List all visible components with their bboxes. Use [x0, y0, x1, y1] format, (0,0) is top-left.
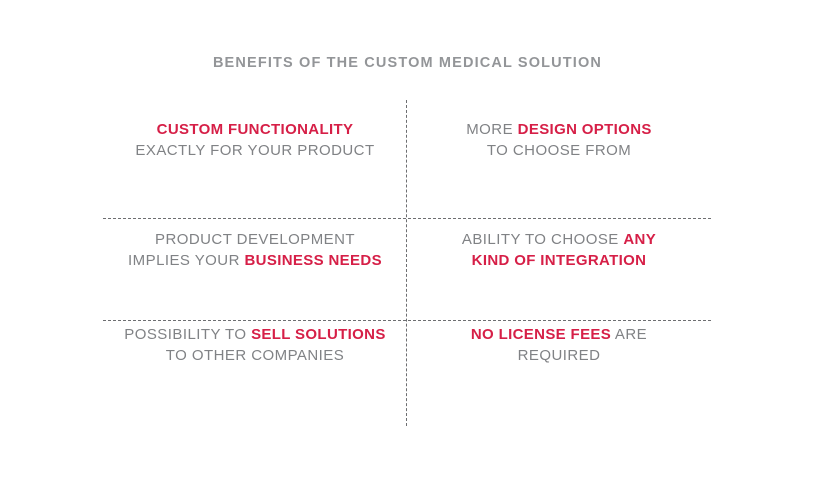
plain-text: ARE	[611, 326, 648, 343]
plain-text: ABILITY TO CHOOSE	[461, 231, 624, 248]
plain-text: IMPLIES YOUR	[128, 251, 245, 269]
benefit-cell-sell-solutions: POSSIBILITY TO SELL SOLUTIONS TO OTHER C…	[103, 325, 407, 425]
benefit-line: NO LICENSE FEES ARE	[471, 326, 647, 343]
highlight-text: BUSINESS NEEDS	[244, 251, 382, 269]
benefit-text: CUSTOM FUNCTIONALITY EXACTLY FOR YOUR PR…	[103, 120, 407, 161]
plain-text: EXACTLY FOR YOUR PRODUCT	[135, 141, 375, 159]
benefit-line: EXACTLY FOR YOUR PRODUCT	[135, 142, 374, 159]
benefit-line: TO CHOOSE FROM	[487, 142, 631, 159]
benefits-row: POSSIBILITY TO SELL SOLUTIONS TO OTHER C…	[103, 325, 711, 425]
benefit-cell-any-integration: ABILITY TO CHOOSE ANY KIND OF INTEGRATIO…	[407, 230, 711, 330]
benefit-cell-no-license-fees: NO LICENSE FEES ARE REQUIRED	[407, 325, 711, 425]
benefit-cell-design-options: MORE DESIGN OPTIONS TO CHOOSE FROM	[407, 120, 711, 220]
plain-text: PRODUCT DEVELOPMENT	[155, 231, 355, 248]
benefit-line: PRODUCT DEVELOPMENT	[155, 231, 355, 248]
benefit-line: TO OTHER COMPANIES	[166, 347, 344, 364]
horizontal-divider	[103, 320, 711, 321]
benefit-text: MORE DESIGN OPTIONS TO CHOOSE FROM	[407, 120, 711, 161]
benefit-cell-custom-functionality: CUSTOM FUNCTIONALITY EXACTLY FOR YOUR PR…	[103, 120, 407, 220]
plain-text: TO OTHER COMPANIES	[165, 346, 345, 364]
benefits-row: PRODUCT DEVELOPMENT IMPLIES YOUR BUSINES…	[103, 230, 711, 330]
highlight-text: NO LICENSE FEES	[470, 326, 612, 343]
vertical-divider	[406, 100, 407, 426]
benefit-line: REQUIRED	[518, 347, 601, 364]
horizontal-divider	[103, 218, 711, 219]
highlight-text: ANY	[623, 231, 657, 248]
benefit-text: PRODUCT DEVELOPMENT IMPLIES YOUR BUSINES…	[103, 230, 407, 271]
benefit-text: POSSIBILITY TO SELL SOLUTIONS TO OTHER C…	[103, 325, 407, 366]
benefit-line: POSSIBILITY TO SELL SOLUTIONS	[124, 326, 385, 343]
benefits-row: CUSTOM FUNCTIONALITY EXACTLY FOR YOUR PR…	[103, 120, 711, 220]
plain-text: REQUIRED	[517, 346, 601, 364]
highlight-text: KIND OF INTEGRATION	[471, 251, 647, 269]
benefit-line: KIND OF INTEGRATION	[472, 252, 647, 269]
highlight-text: CUSTOM FUNCTIONALITY	[156, 121, 354, 138]
highlight-text: DESIGN OPTIONS	[517, 121, 652, 138]
benefit-line: IMPLIES YOUR BUSINESS NEEDS	[128, 252, 382, 269]
benefit-cell-product-development: PRODUCT DEVELOPMENT IMPLIES YOUR BUSINES…	[103, 230, 407, 330]
benefit-line: CUSTOM FUNCTIONALITY	[157, 121, 354, 138]
benefit-line: ABILITY TO CHOOSE ANY	[462, 231, 656, 248]
benefit-text: ABILITY TO CHOOSE ANY KIND OF INTEGRATIO…	[407, 230, 711, 271]
highlight-text: SELL SOLUTIONS	[251, 326, 386, 343]
plain-text: POSSIBILITY TO	[124, 326, 252, 343]
benefit-text: NO LICENSE FEES ARE REQUIRED	[407, 325, 711, 366]
page-title: BENEFITS OF THE CUSTOM MEDICAL SOLUTION	[212, 55, 603, 71]
plain-text: TO CHOOSE FROM	[486, 141, 632, 159]
benefits-grid: CUSTOM FUNCTIONALITY EXACTLY FOR YOUR PR…	[103, 120, 711, 420]
plain-text: MORE	[466, 121, 518, 138]
benefit-line: MORE DESIGN OPTIONS	[466, 121, 652, 138]
